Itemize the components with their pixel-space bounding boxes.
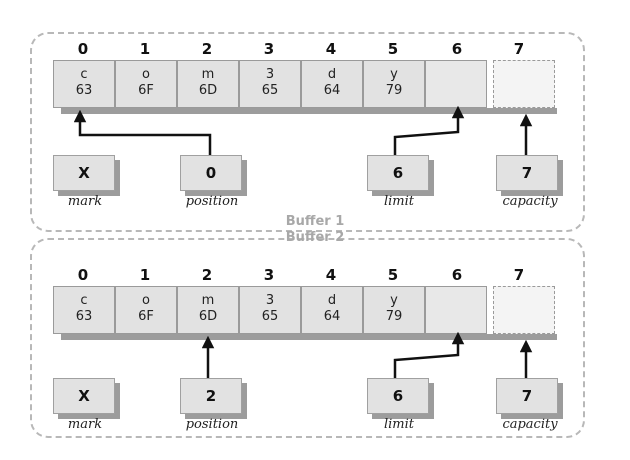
- buffer-2-capacity-label: capacity: [502, 417, 558, 432]
- cell-hex: 65: [261, 83, 279, 98]
- buffer-1-capacity-label: capacity: [502, 194, 558, 209]
- cell-hex: 6D: [198, 309, 218, 324]
- buffer-1-cell-7: [493, 60, 555, 108]
- buffer-2-index-7: 7: [513, 266, 525, 284]
- cell-hex: 63: [75, 309, 93, 324]
- buffer-2-position-label: position: [185, 417, 239, 432]
- buffer-1-panel: [30, 32, 585, 232]
- buffer-1-index-2: 2: [201, 40, 213, 58]
- buffer-2-index-2: 2: [201, 266, 213, 284]
- buffer-1-limit-label: limit: [383, 194, 415, 209]
- cell-hex: 63: [75, 83, 93, 98]
- cell-hex: 79: [385, 83, 403, 98]
- cell-hex: 64: [323, 83, 341, 98]
- buffer-2-capacity-box: 7: [496, 378, 558, 414]
- cell-char: o: [142, 67, 150, 82]
- cell-char: c: [80, 67, 88, 82]
- buffer-2-limit-box: 6: [367, 378, 429, 414]
- buffer-1-index-0: 0: [77, 40, 89, 58]
- cell-char: y: [390, 67, 398, 82]
- buffer-1-row-shadow: [61, 108, 557, 114]
- buffer-1-position-arrow: [73, 109, 212, 155]
- buffer-1-cell-6: [425, 60, 487, 108]
- cell-char: d: [327, 67, 337, 82]
- cell-hex: 6F: [138, 309, 154, 324]
- cell-char: 3: [265, 293, 275, 308]
- cell-char: m: [201, 293, 215, 308]
- cell-hex: 6F: [138, 83, 154, 98]
- buffer-1-mark-label: mark: [67, 194, 103, 209]
- buffer-1-position-box: 0: [180, 155, 242, 191]
- buffer-1-index-6: 6: [451, 40, 463, 58]
- buffer-2-mark-label: mark: [67, 417, 103, 432]
- buffer-1-capacity-box: 7: [496, 155, 558, 191]
- buffer-1-index-7: 7: [513, 40, 525, 58]
- buffer-1-position-label: position: [185, 194, 239, 209]
- buffer-1-index-1: 1: [139, 40, 151, 58]
- buffer-2-limit-label: limit: [383, 417, 415, 432]
- buffer-1-title: Buffer 1: [285, 214, 345, 229]
- buffer-2-row-shadow: [61, 334, 557, 340]
- buffer-1-index-4: 4: [325, 40, 337, 58]
- cell-char: c: [80, 293, 88, 308]
- buffer-2-index-1: 1: [139, 266, 151, 284]
- cell-hex: 65: [261, 309, 279, 324]
- buffer-2-index-3: 3: [263, 266, 275, 284]
- cell-hex: 79: [385, 309, 403, 324]
- buffer-2-cell-7: [493, 286, 555, 334]
- cell-char: o: [142, 293, 150, 308]
- buffer-2-index-4: 4: [325, 266, 337, 284]
- buffer-2-panel: [30, 238, 585, 438]
- buffer-1-limit-arrow: [393, 105, 465, 155]
- cell-char: 3: [265, 67, 275, 82]
- buffer-2-position-box: 2: [180, 378, 242, 414]
- buffer-1-index-5: 5: [387, 40, 399, 58]
- buffer-1-mark-box: X: [53, 155, 115, 191]
- cell-char: d: [327, 293, 337, 308]
- buffer-1-index-3: 3: [263, 40, 275, 58]
- cell-char: y: [390, 293, 398, 308]
- buffer-2-limit-arrow: [393, 331, 465, 378]
- cell-hex: 64: [323, 309, 341, 324]
- buffer-2-index-5: 5: [387, 266, 399, 284]
- buffer-2-index-0: 0: [77, 266, 89, 284]
- cell-char: m: [201, 67, 215, 82]
- buffer-2-mark-box: X: [53, 378, 115, 414]
- buffer-1-limit-box: 6: [367, 155, 429, 191]
- cell-hex: 6D: [198, 83, 218, 98]
- buffer-2-title: Buffer 2: [285, 230, 345, 245]
- buffer-2-index-6: 6: [451, 266, 463, 284]
